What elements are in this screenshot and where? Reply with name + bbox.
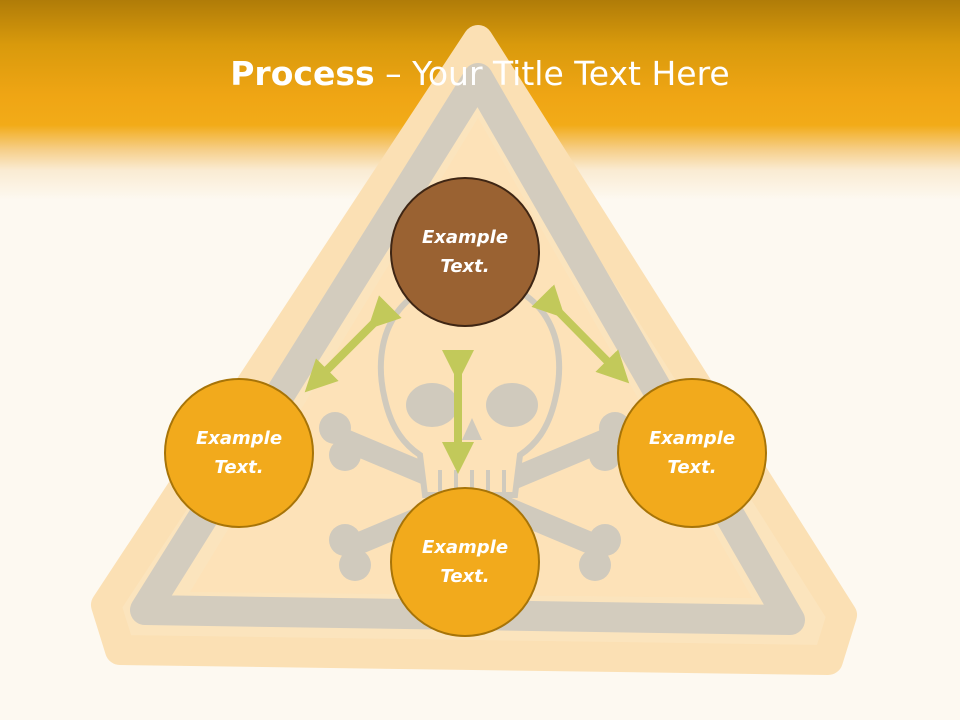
node-right-label: Example Text. (648, 428, 736, 478)
node-left: Example Text. (164, 378, 314, 528)
node-bottom: Example Text. (390, 487, 540, 637)
slide-title: Process – Your Title Text Here (0, 52, 960, 96)
node-top: Example Text. (390, 177, 540, 327)
node-left-label: Example Text. (195, 428, 283, 478)
arrow-top-right (531, 284, 630, 384)
title-rest: Your Title Text Here (412, 54, 730, 93)
title-dash: – (374, 54, 413, 93)
title-strong: Process (230, 54, 375, 93)
node-top-label: Example Text. (421, 227, 509, 277)
arrow-top-left (304, 295, 402, 393)
node-right: Example Text. (617, 378, 767, 528)
node-bottom-label: Example Text. (421, 537, 509, 587)
